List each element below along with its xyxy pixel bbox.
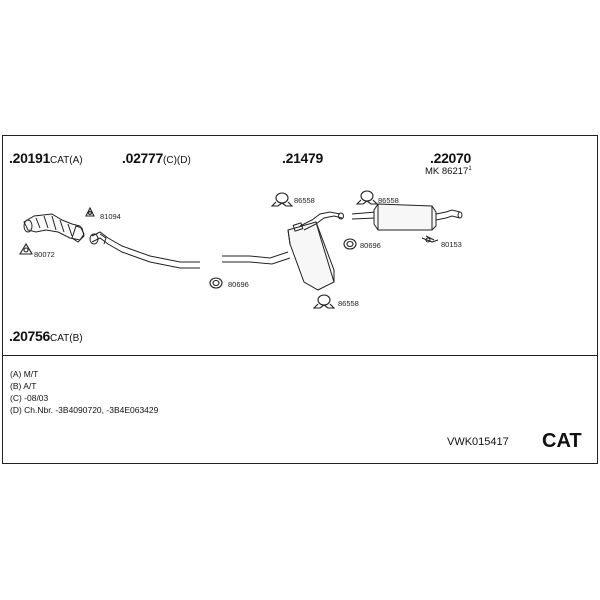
rubber-hanger-86558-icon xyxy=(270,192,294,207)
part-number: .20756 xyxy=(9,328,51,344)
part-label-02777: .02777(C)(D) xyxy=(122,150,191,167)
clamp-80153-icon xyxy=(421,235,439,243)
part-number: .02777 xyxy=(122,150,164,166)
mk-text: MK 86217 xyxy=(425,166,469,178)
connecting-pipe-drawing xyxy=(222,251,291,265)
clamp-80696-inner-icon xyxy=(346,240,354,248)
clamp-80696-inner-icon xyxy=(212,279,220,287)
legend-line: (C) -08/03 xyxy=(10,393,49,403)
kit-code: VWK015417 xyxy=(447,436,509,448)
middle-pipe-drawing xyxy=(89,231,200,269)
center-silencer-drawing xyxy=(287,211,344,291)
catalytic-converter-drawing xyxy=(23,213,85,243)
diagram-frame xyxy=(2,135,598,464)
category-label: CAT xyxy=(542,430,582,452)
rubber-hanger-86558-icon xyxy=(355,190,379,205)
clamp-80696-icon xyxy=(343,238,357,250)
fitting-label-80696: 80696 xyxy=(228,280,249,289)
part-label-20191: .20191CAT(A) xyxy=(9,150,83,167)
fitting-label-86558: 86558 xyxy=(338,299,359,308)
fitting-label-80696: 80696 xyxy=(360,241,381,250)
fitting-label-86558: 86558 xyxy=(294,196,315,205)
fitting-label-80153: 80153 xyxy=(441,240,462,249)
legend-line: (D) Ch.Nbr. -3B4090720, -3B4E063429 xyxy=(10,405,159,415)
part-suffix: CAT(B) xyxy=(50,333,83,344)
fitting-label-86558: 86558 xyxy=(378,196,399,205)
gasket-81094-hole-icon xyxy=(88,211,92,215)
rear-silencer-drawing xyxy=(351,203,463,231)
legend-line: (A) M/T xyxy=(10,369,39,379)
part-label-22070: .22070 xyxy=(430,150,472,167)
fitting-label-80072: 80072 xyxy=(34,250,55,259)
rubber-hanger-86558-icon xyxy=(312,294,336,309)
gasket-81094-icon xyxy=(85,206,95,217)
part-number: .20191 xyxy=(9,150,51,166)
mk-reference: MK 862171 xyxy=(425,166,472,177)
part-number: .21479 xyxy=(282,150,324,166)
gasket-80072-icon xyxy=(19,242,33,255)
mk-mark: 1 xyxy=(468,166,472,172)
part-number: .22070 xyxy=(430,150,472,166)
part-suffix: CAT(A) xyxy=(50,155,83,166)
part-label-21479: .21479 xyxy=(282,150,324,167)
part-label-20756: .20756CAT(B) xyxy=(9,328,83,345)
fitting-label-81094: 81094 xyxy=(100,212,121,221)
part-suffix: (C)(D) xyxy=(163,155,191,166)
legend-line: (B) A/T xyxy=(10,381,37,391)
clamp-80696-icon xyxy=(209,277,223,289)
gasket-80072-hole-icon xyxy=(23,247,29,253)
legend-divider xyxy=(2,355,598,356)
